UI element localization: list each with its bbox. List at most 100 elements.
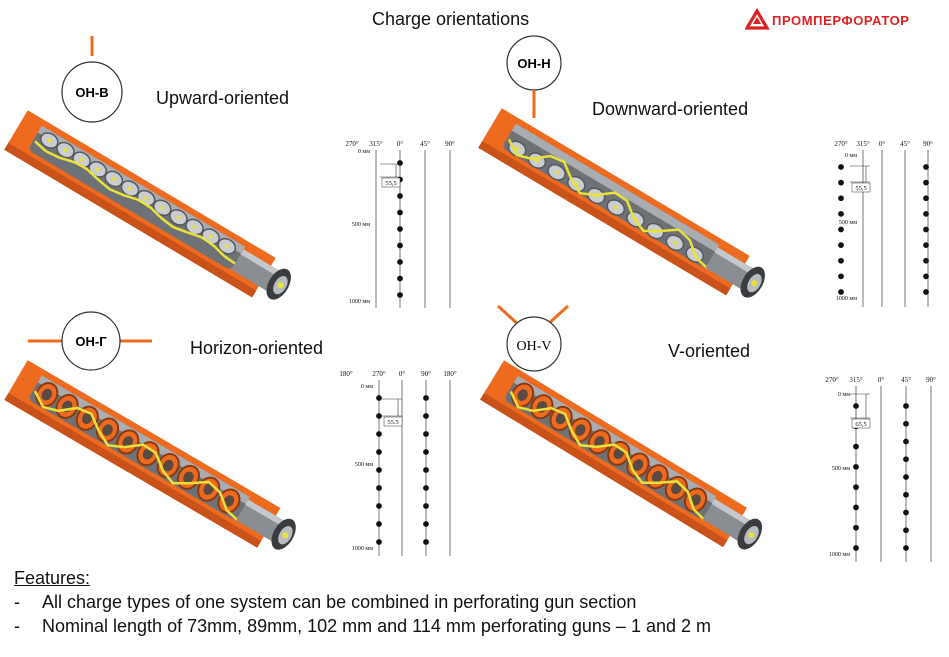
badge-upward-svg: ОН-В	[61, 36, 123, 123]
charge-dot	[376, 521, 382, 527]
charge-dot	[111, 176, 116, 181]
gun-end-tube-highlight	[711, 498, 757, 529]
label-upward: Upward-oriented	[156, 88, 290, 108]
charge-core	[122, 436, 134, 448]
charge-dot	[903, 509, 909, 516]
charge-dot	[423, 521, 429, 527]
gun-end-tube-highlight	[240, 249, 285, 279]
charge-dot	[853, 463, 859, 470]
charge-dot	[853, 443, 859, 450]
charge-dot	[176, 215, 181, 220]
charge-dot	[838, 179, 844, 186]
gun-cutaway	[503, 125, 717, 267]
depth-label: 500 мм	[839, 220, 857, 226]
charge-core	[517, 389, 528, 401]
charge-dot	[923, 164, 929, 170]
charge-dot	[79, 157, 84, 162]
badge-horizon: ОН-Г	[28, 311, 154, 371]
badge-downward-svg: ОН-Н	[506, 35, 562, 118]
depth-label: 500 мм	[355, 462, 373, 468]
label-downward: Downward-oriented	[592, 99, 749, 119]
charge-dot	[397, 242, 403, 249]
charge-dot	[376, 413, 382, 419]
charge-dot	[376, 395, 382, 401]
depth-label: 0 мм	[845, 153, 857, 159]
features-title: Features:	[14, 568, 91, 588]
badge-v-text: OH-V	[517, 339, 552, 354]
charge-dot	[127, 186, 132, 191]
charge-dot	[923, 195, 929, 202]
slide-title: Charge orientations	[372, 9, 530, 29]
pitch-label: 55,5	[385, 180, 396, 187]
angle-label: 90°	[421, 370, 431, 378]
depth-label: 0 мм	[358, 149, 370, 155]
angle-label: 45°	[900, 140, 910, 148]
badge-v-svg: OH-V	[496, 304, 570, 372]
gun-end-tube-highlight	[714, 247, 759, 277]
charge-dot	[376, 467, 382, 473]
gun-illustration-v	[480, 360, 789, 570]
angle-label: 315°	[856, 140, 870, 148]
charge-dot	[838, 195, 844, 202]
charge-core	[671, 482, 682, 495]
feature-item: -Nominal length of 73mm, 89mm, 102 mm an…	[14, 616, 711, 636]
charge-dot	[838, 257, 844, 264]
gun-body-shade	[480, 392, 728, 548]
charge-core	[41, 388, 53, 401]
charge-dot	[903, 403, 909, 409]
depth-label: 500 мм	[832, 466, 850, 472]
features-section: Features: -All charge types of one syste…	[14, 566, 711, 638]
charge-dot	[554, 170, 559, 175]
perforating-gun	[4, 360, 296, 550]
perforating-gun	[478, 108, 765, 298]
charge-core	[162, 459, 174, 472]
depth-label: 0 мм	[838, 392, 850, 398]
charge-dot	[613, 205, 618, 210]
charge-dot	[923, 210, 929, 217]
charge-dot	[47, 138, 52, 143]
badge-horizon-svg: ОН-Г	[28, 311, 152, 371]
charge-dot	[376, 449, 382, 455]
label-v: V-oriented	[668, 341, 751, 361]
charge-dot	[376, 503, 382, 509]
charge-dot	[534, 158, 539, 163]
charge-dot	[853, 484, 859, 491]
charge-dot	[423, 395, 429, 401]
angle-label: 90°	[926, 376, 936, 384]
gun-end-tube-highlight	[245, 499, 290, 530]
charge-dot	[376, 485, 382, 491]
angle-label: 90°	[445, 140, 455, 148]
gun-end-cap-center	[277, 282, 284, 289]
gun-body-shade	[478, 140, 731, 296]
charge-dot	[853, 545, 859, 551]
gun-illustration-upward	[4, 110, 318, 320]
charge-dot	[192, 225, 197, 230]
angle-label: 270°	[825, 376, 839, 384]
gun-body-shade	[4, 142, 257, 298]
charge-dot	[397, 160, 403, 166]
charge-dot	[224, 244, 229, 249]
gun-cutaway-highlight	[511, 123, 720, 252]
gun-end-cap-center	[751, 280, 758, 287]
gun-illustration-horizon	[4, 360, 323, 570]
charge-dot	[903, 420, 909, 427]
charge-core	[594, 435, 605, 448]
charge-dot	[838, 289, 844, 295]
angle-label: 0°	[397, 140, 404, 148]
depth-label: 1000 мм	[349, 299, 370, 305]
pitch-box	[851, 418, 871, 429]
charge-dot	[423, 431, 429, 437]
features-list: -All charge types of one system can be c…	[14, 590, 711, 638]
angle-label: 0°	[878, 376, 885, 384]
gun-end-cap-center	[748, 532, 755, 539]
logo-text: ПРОМПЕРФОРАТОР	[772, 13, 910, 28]
charge-dot	[903, 456, 909, 463]
charge-core	[651, 470, 663, 483]
badge-downward: ОН-Н	[504, 33, 574, 123]
charge-dot	[397, 226, 403, 232]
charge-dot	[903, 491, 909, 498]
